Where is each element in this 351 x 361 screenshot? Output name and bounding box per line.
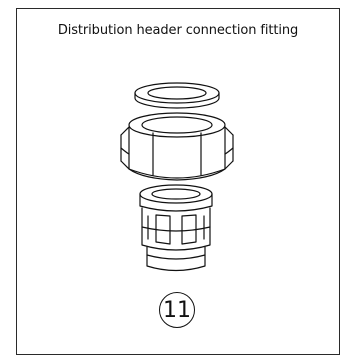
diagram-panel: Distribution header connection fitting — [16, 8, 340, 355]
diagram-title: Distribution header connection fitting — [57, 23, 299, 38]
washer-part — [134, 82, 220, 109]
part-number: 11 — [163, 297, 191, 323]
adapter-part — [139, 184, 213, 272]
hex-nut-part — [120, 112, 234, 181]
fitting-illustration — [120, 82, 234, 272]
part-number-badge: 11 — [159, 292, 195, 328]
